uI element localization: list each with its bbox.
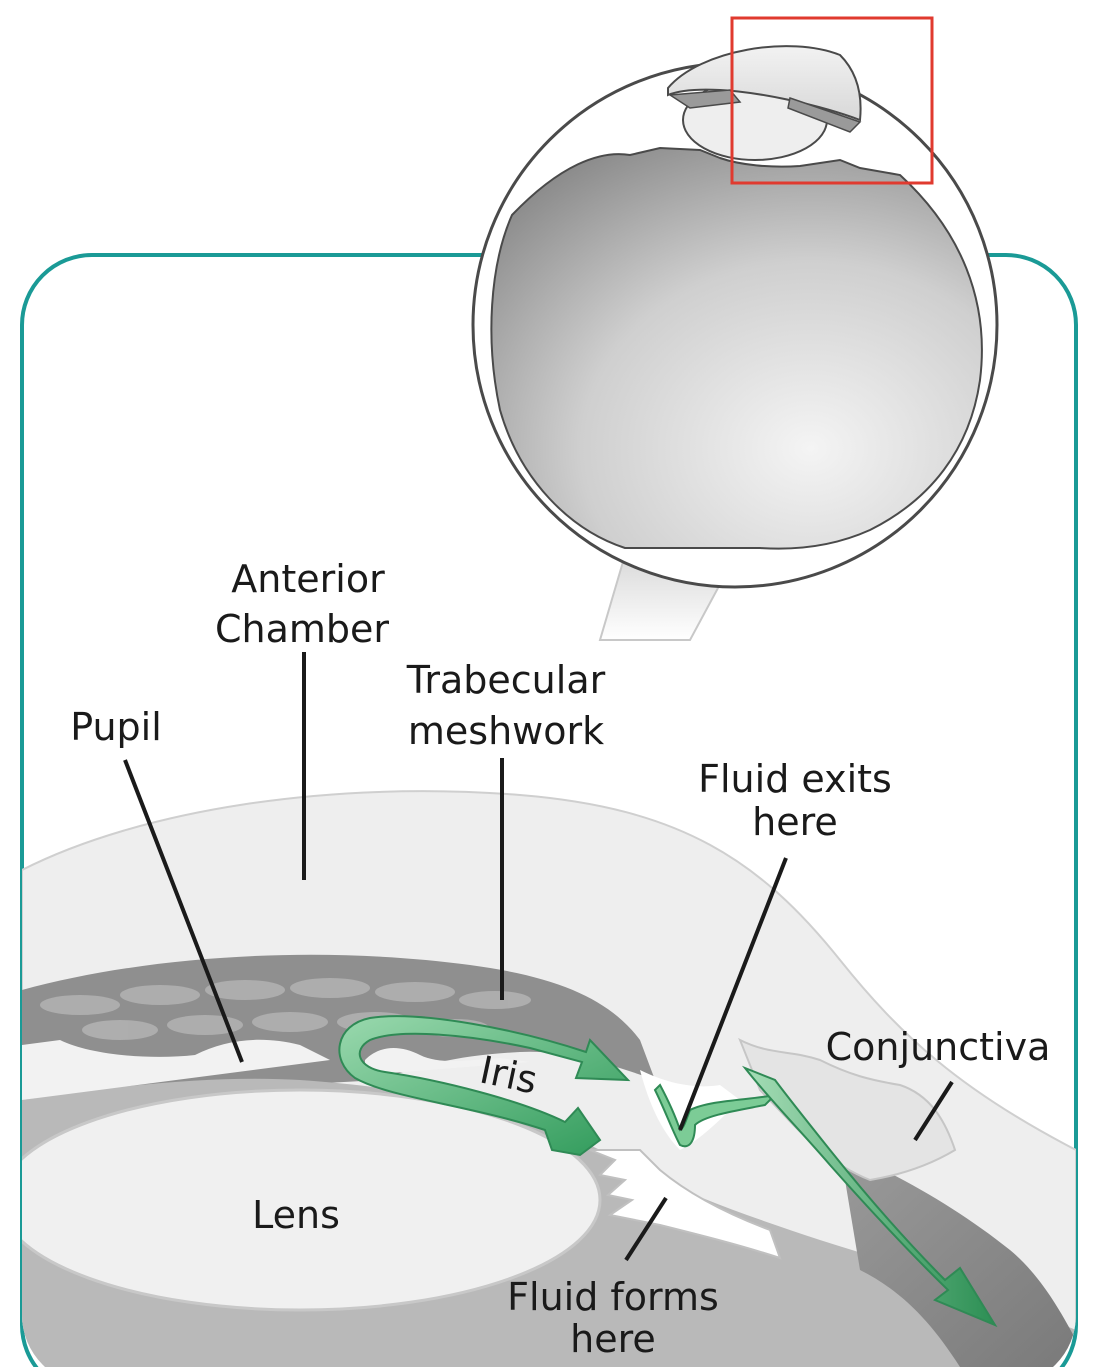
label-anterior-chamber-1: Anterior [231,557,385,601]
label-fluid-forms-2: here [570,1317,656,1361]
label-trabecular-1: Trabecular [406,658,606,702]
label-fluid-exits-1: Fluid exits [698,757,892,801]
whole-eye-illustration [473,18,997,640]
label-pupil: Pupil [70,705,162,749]
label-fluid-exits-2: here [752,800,838,844]
label-trabecular-2: meshwork [408,709,604,753]
label-lens: Lens [252,1193,340,1237]
label-anterior-chamber-2: Chamber [215,607,389,651]
label-fluid-forms-1: Fluid forms [507,1275,719,1319]
label-conjunctiva: Conjunctiva [826,1025,1051,1069]
vitreous-body [491,148,981,549]
